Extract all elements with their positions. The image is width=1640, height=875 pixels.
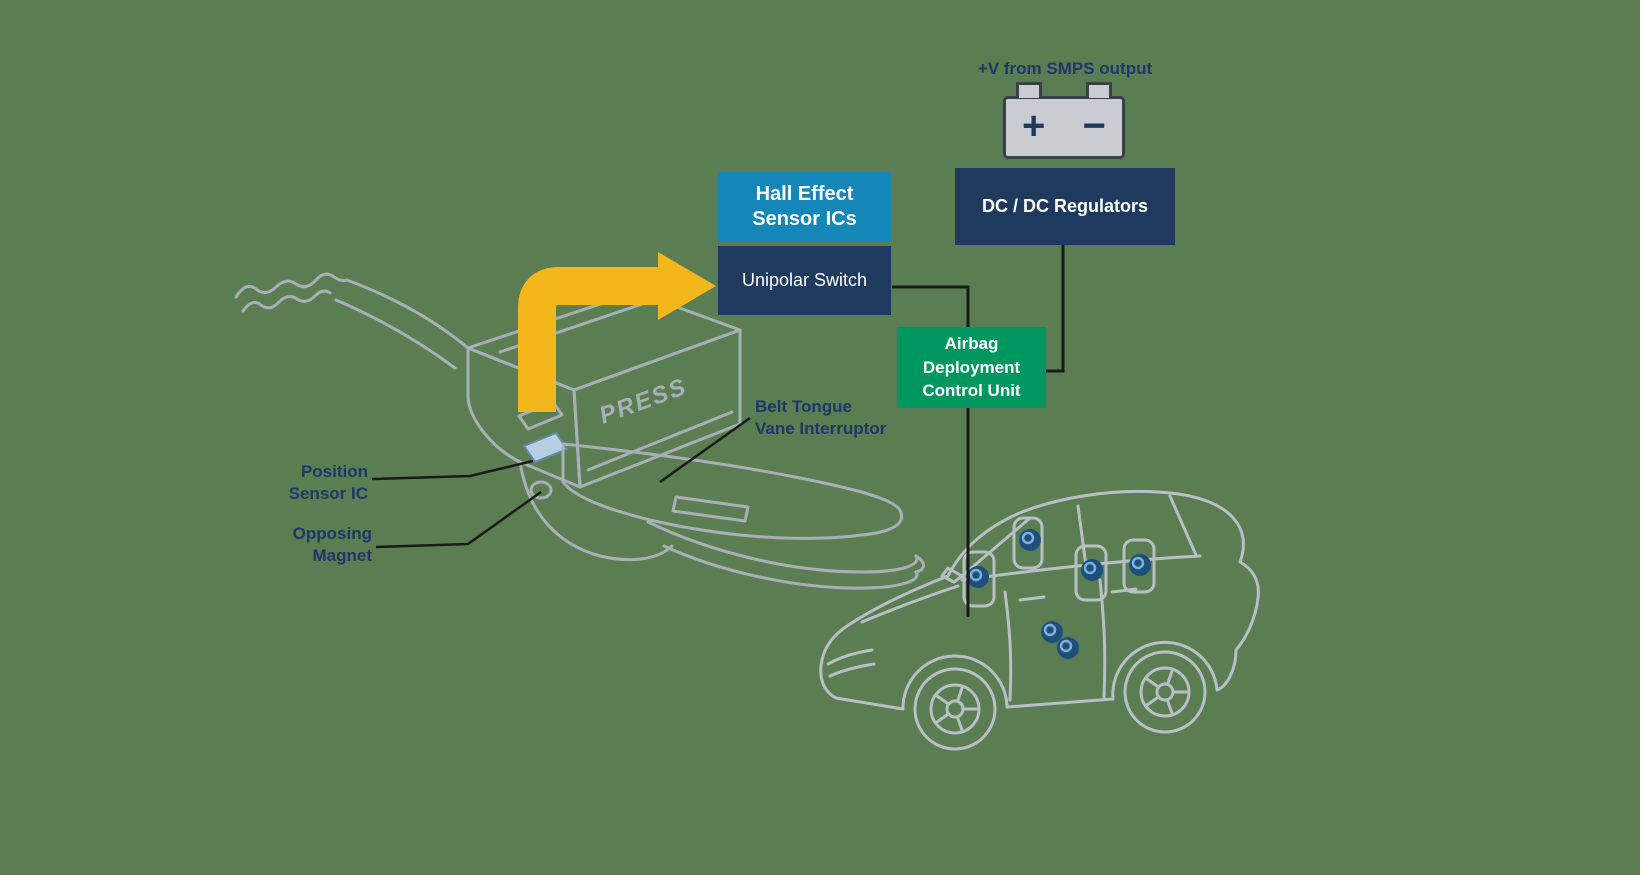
car-rear-wheel [1123, 650, 1207, 734]
buckle-cable-wave [241, 289, 332, 313]
callout-line: Sensor IC [288, 484, 368, 504]
car-windshield [960, 516, 1032, 578]
hall-box-line1: Hall Effect [755, 183, 854, 205]
airbag-box-line1: Airbag [944, 333, 999, 353]
airbag-box-line2: Deployment [922, 357, 1021, 377]
pointer-belt-tongue [659, 416, 751, 484]
battery-icon: + − [1003, 82, 1125, 159]
buckle-lower-body [518, 460, 674, 562]
connector-lines [892, 244, 1065, 617]
pointer-opposing-magnet [375, 490, 542, 549]
belt-webbing [646, 520, 919, 574]
car-seat [1012, 516, 1044, 570]
car-illustration [819, 489, 1260, 751]
wire-unipolar-to-airbag [892, 285, 970, 329]
dcdc-box-label: DC / DC Regulators [981, 196, 1149, 217]
callout-line: Vane Interruptor [755, 419, 887, 439]
belt-tongue-plate [561, 442, 903, 540]
car-rear-wheel-hub [1155, 682, 1175, 702]
car-door-handle [1110, 587, 1138, 594]
car-c-pillar [1168, 494, 1198, 557]
callout-line: Belt Tongue [755, 397, 852, 416]
car-seat [1074, 544, 1108, 602]
hall-box-line2: Sensor ICs [752, 208, 857, 230]
airbag-sensor-dot [1057, 637, 1079, 659]
hall-effect-sensor-box: Hall Effect Sensor ICs [718, 172, 891, 242]
belt-tongue-label: Belt Tongue Vane Interruptor [755, 396, 925, 441]
car-beltline [960, 554, 1202, 582]
press-label: PRESS [596, 373, 691, 430]
belt-tongue-slot [671, 495, 750, 523]
dcdc-regulators-box: DC / DC Regulators [955, 168, 1175, 245]
buckle-cable-wave [234, 272, 349, 299]
smps-output-label: +V from SMPS output [977, 59, 1153, 78]
belt-webbing [662, 544, 919, 590]
car-seat [962, 550, 996, 608]
buckle-housing-contour [586, 410, 734, 472]
car-rear-wheel-spokes [1145, 669, 1189, 715]
car-b-pillar [1076, 504, 1088, 568]
callout-line: Opposing [292, 524, 372, 543]
car-hood-line [860, 584, 960, 624]
yellow-arrow-shaft [518, 267, 660, 412]
callout-line: Magnet [312, 546, 373, 566]
position-sensor-label: Position Sensor IC [238, 461, 368, 506]
opposing-magnet-label: Opposing Magnet [252, 523, 372, 568]
airbag-sensor-dot [1041, 621, 1063, 643]
battery-minus-sign: − [1082, 103, 1106, 148]
callout-pointer-lines [371, 416, 751, 549]
callout-line: Position [300, 462, 368, 481]
battery-terminal [1086, 82, 1112, 98]
buckle-cable [334, 298, 457, 370]
car-rear-wheel-rim [1139, 666, 1191, 718]
unipolar-box-label: Unipolar Switch [741, 270, 868, 291]
car-seat [1122, 538, 1156, 594]
battery-plus-sign: + [1022, 103, 1046, 148]
opposing-magnet-part [529, 480, 553, 500]
belt-webbing-end [914, 554, 925, 574]
buckle-housing-side [466, 346, 582, 489]
car-front-wheel [913, 667, 997, 751]
pointer-position-sensor [371, 459, 534, 481]
buckle-cable [345, 278, 470, 350]
position-sensor-part [522, 431, 569, 464]
airbag-sensor-dot [1019, 529, 1041, 551]
wire-dcdc-to-airbag [1043, 244, 1065, 373]
yellow-arrow-icon [518, 252, 716, 412]
car-front-wheel-rim [929, 683, 981, 735]
car-front-wheel-spokes [935, 686, 979, 732]
car-door-handle [1018, 595, 1046, 602]
car-door-seam [1003, 590, 1013, 702]
airbag-control-unit-box: Airbag Deployment Control Unit [897, 327, 1046, 408]
buckle-housing-top [466, 290, 742, 392]
airbag-sensor-dot [1129, 554, 1151, 576]
unipolar-switch-box: Unipolar Switch [718, 246, 891, 315]
yellow-arrow-head [658, 252, 716, 320]
car-body [819, 489, 1260, 711]
car-mirror [940, 566, 964, 584]
airbag-sensor-dot [1081, 559, 1103, 581]
car-door-seam [1098, 578, 1107, 699]
car-front-wheel-hub [945, 699, 965, 719]
car-headlight [826, 648, 876, 678]
airbag-box-line3: Control Unit [922, 381, 1021, 401]
airbag-sensor-dot [967, 566, 989, 588]
battery-terminal [1016, 82, 1042, 98]
